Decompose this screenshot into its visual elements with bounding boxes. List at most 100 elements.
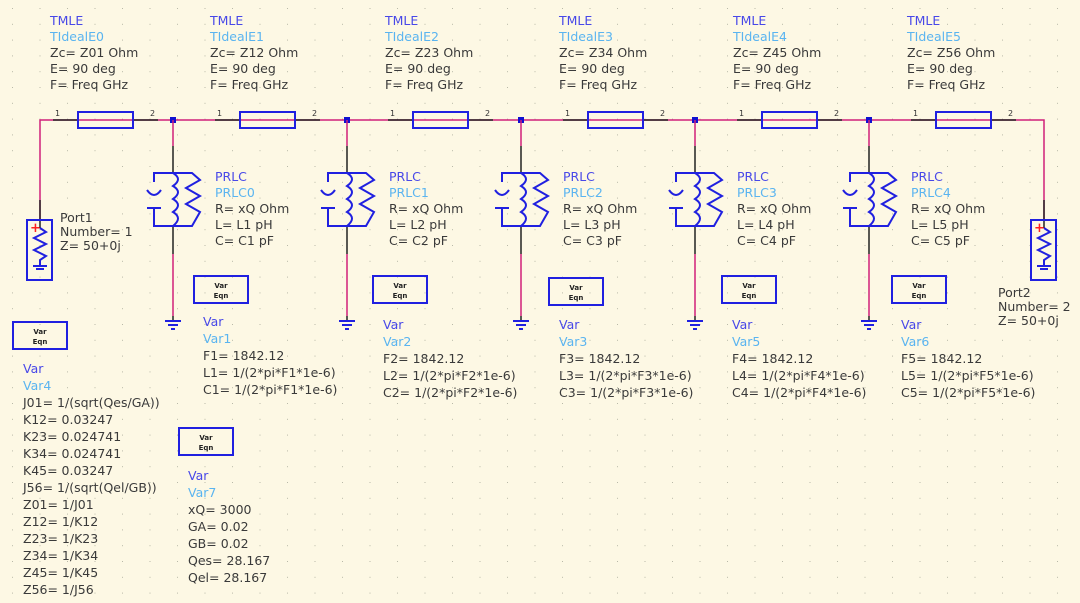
icon-label: Eqn xyxy=(569,294,584,302)
component-name: TIdealE2 xyxy=(384,29,439,44)
var-eqn-icon[interactable] xyxy=(178,427,234,456)
pin-label: 1 xyxy=(55,109,60,118)
component-param: F= Freq GHz xyxy=(50,77,128,92)
equation: L1= 1/(2*pi*F1*1e-6) xyxy=(203,365,336,380)
component-param: R= xQ Ohm xyxy=(911,201,985,216)
equation: Z56= 1/J56 xyxy=(23,582,94,597)
pin-label: 1 xyxy=(913,109,918,118)
pin-label: 2 xyxy=(150,109,155,118)
equation: C1= 1/(2*pi*F1*1e-6) xyxy=(203,382,337,397)
var-eqn-icon[interactable] xyxy=(548,277,604,306)
icon-label: Var xyxy=(214,282,228,290)
pin-label: 1 xyxy=(217,109,222,118)
component-param: Zc= Z45 Ohm xyxy=(733,45,821,60)
port-param: Number= 2 xyxy=(998,299,1071,314)
component-type: Var xyxy=(732,317,753,332)
tline-body[interactable] xyxy=(412,111,469,129)
component-param: E= 90 deg xyxy=(50,61,116,76)
resonator-body[interactable] xyxy=(327,172,377,227)
main-wire[interactable] xyxy=(39,119,1045,220)
equation: C5= 1/(2*pi*F5*1e-6) xyxy=(901,385,1035,400)
component-type: Var xyxy=(23,361,44,376)
pin-label: 1 xyxy=(565,109,570,118)
tline-body[interactable] xyxy=(77,111,134,129)
component-type: TMLE xyxy=(732,13,766,28)
equation: Z01= 1/J01 xyxy=(23,497,94,512)
tline-body[interactable] xyxy=(239,111,296,129)
component-name: Var6 xyxy=(901,334,929,349)
component-param: Zc= Z01 Ohm xyxy=(50,45,138,60)
component-param: C= C3 pF xyxy=(563,233,622,248)
resonator-body[interactable] xyxy=(849,172,899,227)
equation: C4= 1/(2*pi*F4*1e-6) xyxy=(732,385,866,400)
resonator-body[interactable] xyxy=(501,172,551,227)
equation: K45= 0.03247 xyxy=(23,463,113,478)
component-param: R= xQ Ohm xyxy=(215,201,289,216)
port-body[interactable] xyxy=(26,219,53,281)
inductor-coil xyxy=(171,172,179,227)
component-type: TMLE xyxy=(384,13,418,28)
resistor-icon xyxy=(1035,227,1053,266)
component-param: Zc= Z12 Ohm xyxy=(210,45,298,60)
var-eqn-icon[interactable] xyxy=(193,275,249,304)
component-param: L= L4 pH xyxy=(737,217,795,232)
equation: K12= 0.03247 xyxy=(23,412,113,427)
tline-body[interactable] xyxy=(587,111,644,129)
capacitor-plate xyxy=(146,189,162,196)
port-name: Port2 xyxy=(998,285,1031,300)
equation: Qel= 28.167 xyxy=(188,570,267,585)
equation: L2= 1/(2*pi*F2*1e-6) xyxy=(383,368,516,383)
component-type: Var xyxy=(559,317,580,332)
var-eqn-icon[interactable] xyxy=(891,275,947,304)
capacitor-plate xyxy=(494,189,510,196)
component-type: TMLE xyxy=(906,13,940,28)
icon-label: Var xyxy=(393,282,407,290)
var-eqn-icon[interactable] xyxy=(372,275,428,304)
component-name: Var4 xyxy=(23,378,51,393)
port-param: Z= 50+0j xyxy=(998,313,1059,328)
component-name: TIdealE3 xyxy=(558,29,613,44)
tline-body[interactable] xyxy=(761,111,818,129)
resonator-body[interactable] xyxy=(675,172,725,227)
component-name: PRLC0 xyxy=(215,185,255,200)
icon-label: Eqn xyxy=(199,444,214,452)
plus-icon: + xyxy=(30,221,41,236)
equation: Z12= 1/K12 xyxy=(23,514,98,529)
equation: F1= 1842.12 xyxy=(203,348,284,363)
icon-label: Eqn xyxy=(742,292,757,300)
var-eqn-icon[interactable] xyxy=(12,321,68,350)
grid-dots xyxy=(12,8,1058,594)
equation: Z23= 1/K23 xyxy=(23,531,98,546)
equation: J56= 1/(sqrt(Qel/GB)) xyxy=(22,480,157,495)
inductor-coil xyxy=(693,172,701,227)
tline-body[interactable] xyxy=(935,111,992,129)
inductor-coil xyxy=(345,172,353,227)
component-name: PRLC2 xyxy=(563,185,603,200)
resonator-body[interactable] xyxy=(153,172,203,227)
port-body[interactable] xyxy=(1030,219,1057,281)
component-param: L= L3 pH xyxy=(563,217,621,232)
var-eqn-icon[interactable] xyxy=(721,275,777,304)
